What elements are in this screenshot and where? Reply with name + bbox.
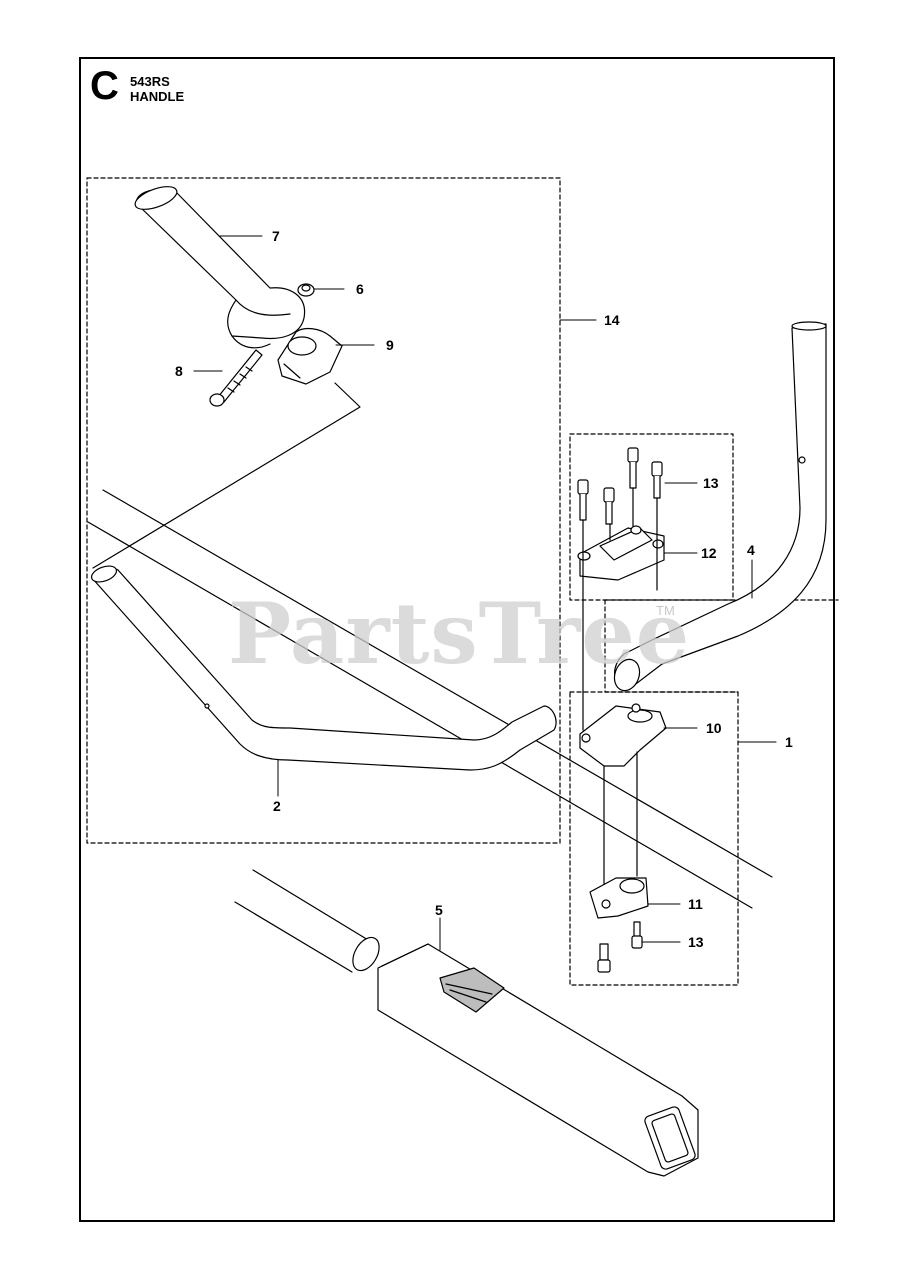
clamp-part-11: [589, 877, 649, 919]
callout-9: 9: [386, 337, 394, 353]
callout-7: 7: [272, 228, 280, 244]
screw-part-13-lower: [597, 921, 643, 973]
page-frame: [79, 57, 835, 1222]
callout-5: 5: [435, 902, 443, 918]
callout-10: 10: [706, 720, 722, 736]
callout-4: 4: [747, 542, 755, 558]
model-number: 543RS: [130, 74, 170, 89]
nut-part-6: [297, 283, 315, 297]
callout-12: 12: [701, 545, 717, 561]
clamp-part-9: [277, 327, 343, 385]
callout-8: 8: [175, 363, 183, 379]
shaft-tube: [234, 869, 380, 973]
bent-tube-part-4: [613, 321, 827, 692]
callout-11: 11: [688, 896, 703, 912]
callout-6: 6: [356, 281, 364, 297]
watermark-trademark: TM: [656, 603, 675, 618]
callout-14: 14: [604, 312, 620, 328]
leader-lines: [193, 235, 777, 951]
callout-1: 1: [785, 734, 793, 750]
callout-2: 2: [273, 798, 281, 814]
section-letter: C: [90, 64, 119, 108]
watermark-text: PartsTree: [228, 584, 691, 683]
callout-13-lower: 13: [688, 934, 704, 950]
housing-part-5: [377, 943, 699, 1177]
upper-clamp-part-12: [577, 525, 665, 581]
handlebar-part-2: [90, 565, 557, 771]
grip-handle-part-7: [134, 186, 306, 349]
screw-part-8: [209, 349, 263, 407]
section-title: HANDLE: [130, 89, 185, 104]
screw-part-13-upper: [577, 447, 663, 525]
group-box-clamp-lower: [569, 691, 739, 986]
lower-clamp-part-10: [579, 703, 667, 767]
callout-13-upper: 13: [703, 475, 719, 491]
group-box-14: [86, 177, 561, 844]
